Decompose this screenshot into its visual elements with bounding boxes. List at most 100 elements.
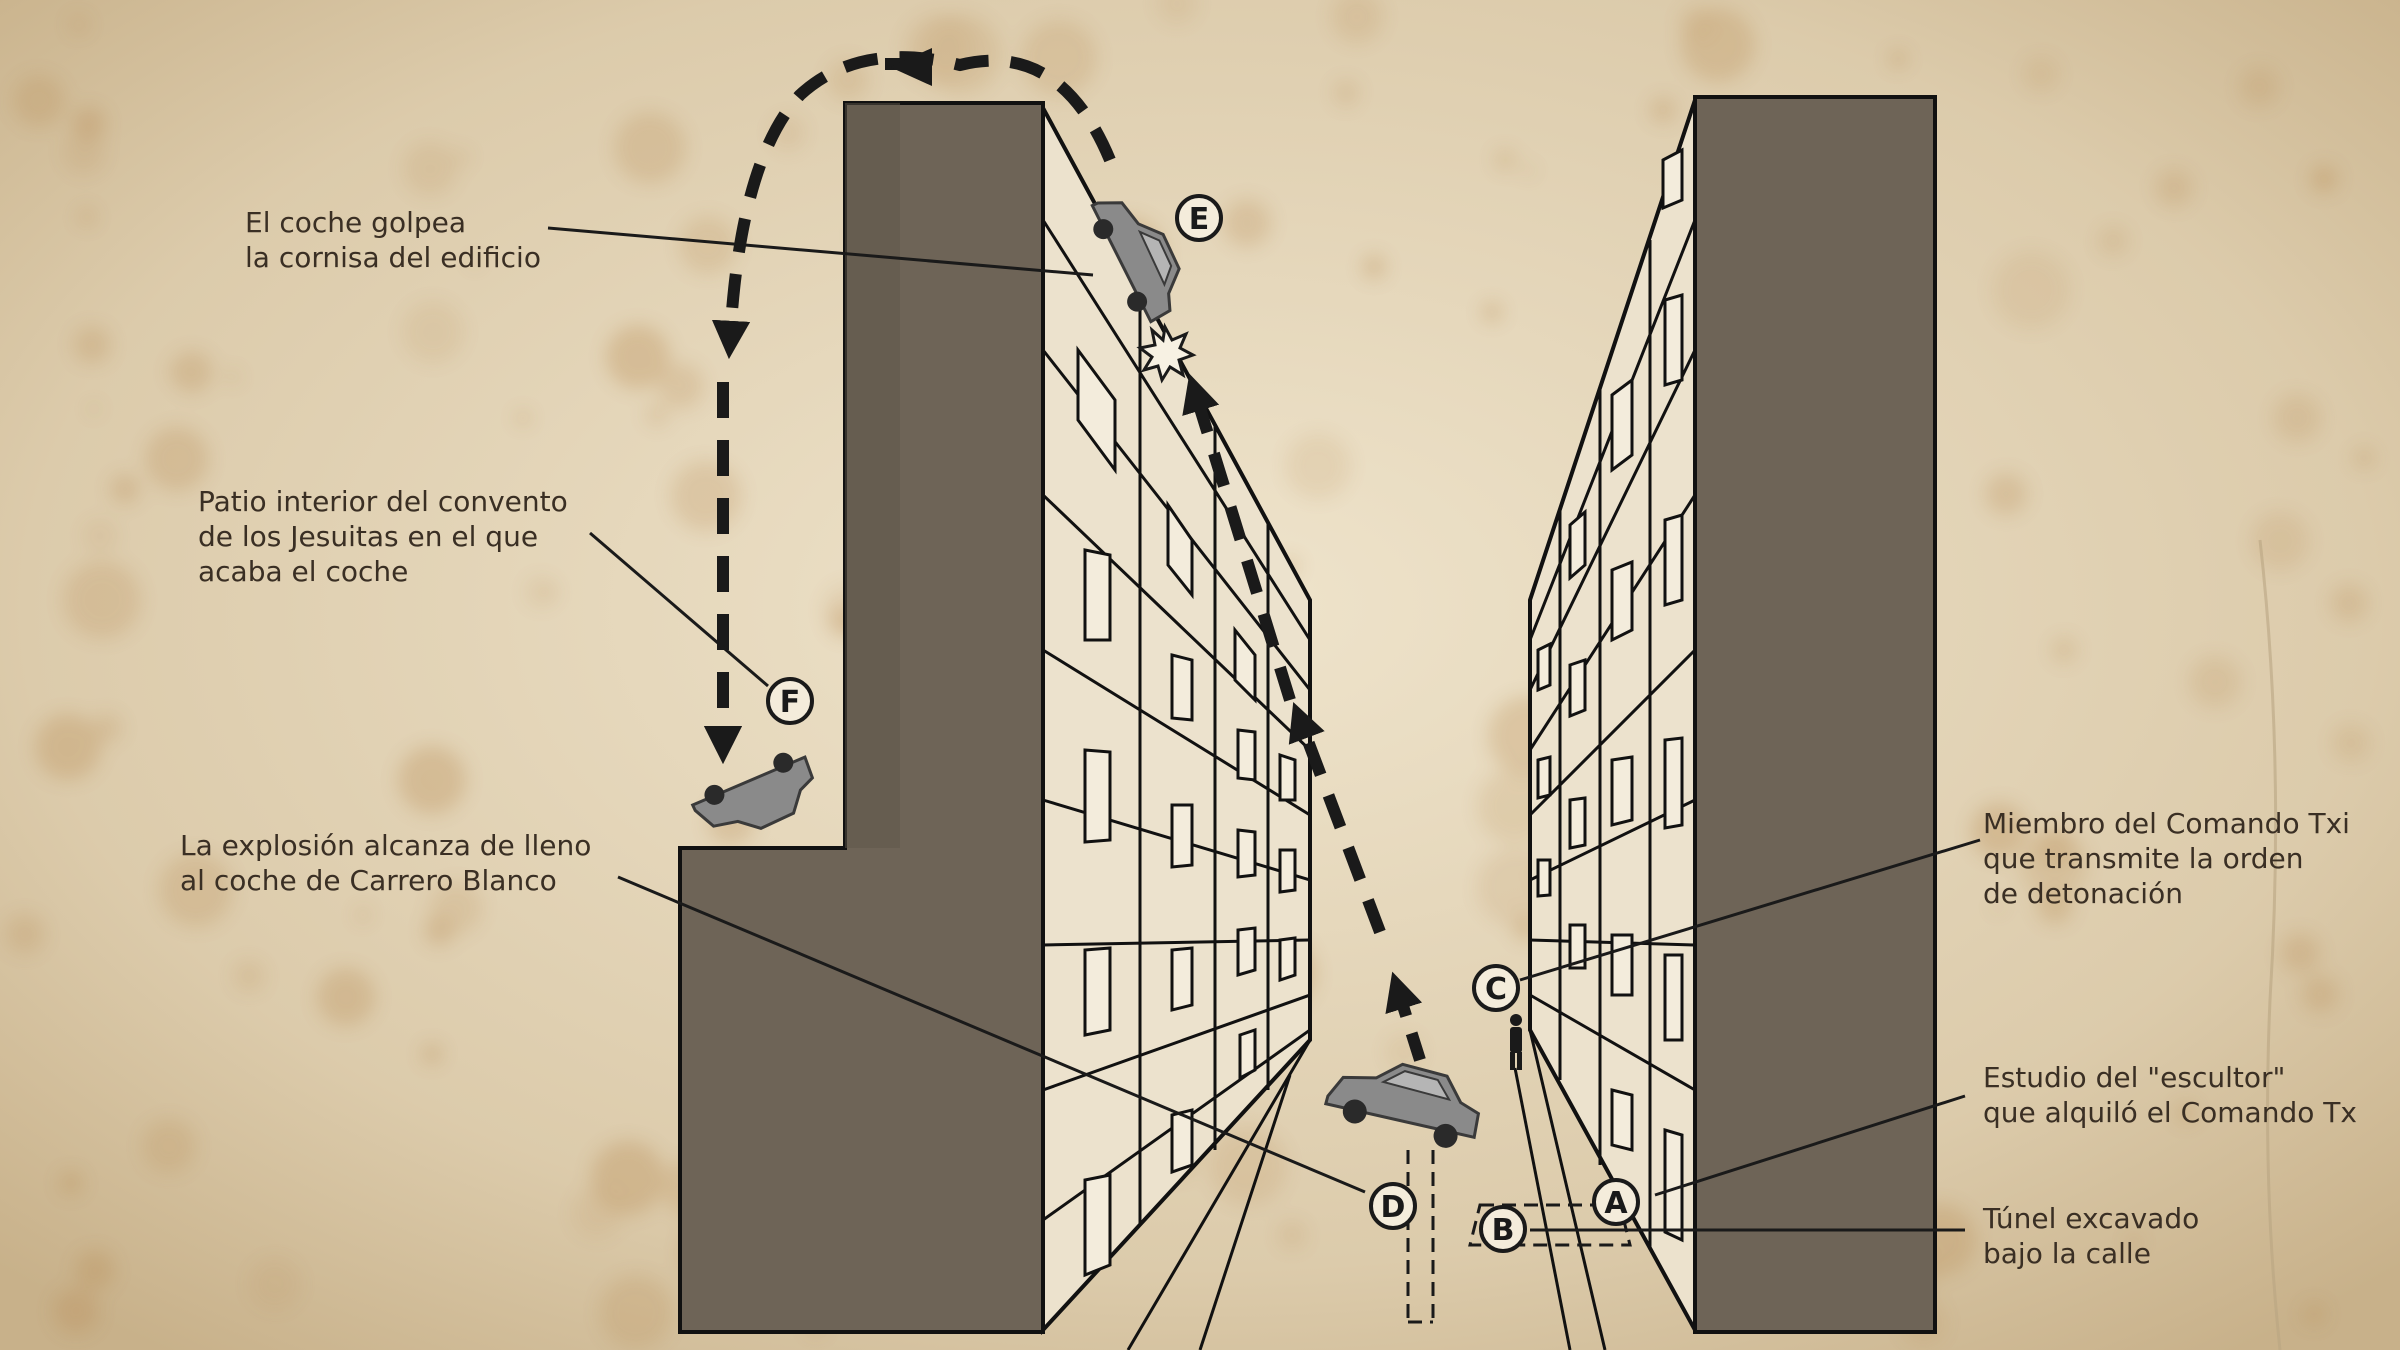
marker-b-label: B: [1492, 1213, 1515, 1248]
paper-stain: [68, 14, 90, 36]
paper-stain: [355, 907, 371, 923]
car-trajectory: [703, 51, 1426, 1062]
annotation-commando-line-1: Miembro del Comando Txi: [1983, 807, 2350, 840]
tunnel: [1406, 1150, 1632, 1324]
paper-stain: [2310, 165, 2338, 193]
paper-stain: [403, 142, 457, 196]
paper-stain: [516, 411, 530, 425]
paper-stain: [1650, 97, 1676, 123]
paper-stain: [2023, 56, 2059, 92]
car-flipped-icon: [690, 752, 815, 830]
paper-stain: [827, 59, 869, 101]
paper-stain: [679, 216, 737, 274]
paper-stain: [1494, 149, 1516, 171]
paper-stain: [225, 369, 241, 385]
paper-stain: [2280, 933, 2320, 973]
paper-stain: [2332, 724, 2370, 762]
paper-stain: [1157, 0, 1197, 24]
paper-stain: [2037, 888, 2073, 924]
paper-stain: [1522, 164, 1536, 178]
paper-stain: [1331, 0, 1383, 43]
paper-stain: [2020, 831, 2088, 899]
paper-stain: [614, 112, 686, 184]
paper-stain: [2273, 394, 2321, 442]
paper-stain: [63, 561, 141, 639]
marker-c-label: C: [1485, 972, 1507, 1007]
annotation-courtyard-line-2: de los Jesuitas en el que: [198, 520, 539, 553]
car-icon: [1323, 1062, 1481, 1148]
annotation-studio-line-1: Estudio del "escultor": [1983, 1061, 2286, 1094]
left-building-shade: [845, 103, 900, 848]
paper-stain: [159, 853, 233, 927]
paper-stain: [398, 746, 466, 814]
marker-e: E: [1175, 194, 1223, 242]
paper-stain: [525, 576, 557, 608]
paper-stain: [53, 1288, 99, 1334]
car-cornice-icon: [1090, 201, 1181, 324]
paper-stain: [2251, 512, 2309, 570]
marker-e-label: E: [1189, 202, 1210, 237]
paper-stain: [1985, 473, 2027, 515]
annotation-cornice-line-2: la cornisa del edificio: [245, 241, 541, 274]
paper-stain: [35, 714, 101, 780]
left-building: [678, 101, 1312, 1336]
annotation-studio: Estudio del "escultor" que alquiló el Co…: [1983, 1060, 2357, 1130]
paper-stain: [110, 474, 140, 504]
street: [1126, 1029, 1607, 1350]
paper-stain: [2301, 975, 2339, 1013]
paper-stain: [145, 427, 209, 491]
paper-stain: [2353, 447, 2375, 469]
annotation-commando: Miembro del Comando Txi que transmite la…: [1983, 806, 2350, 911]
left-facade-windows: [1076, 345, 1297, 1278]
paper-stain: [249, 1258, 301, 1310]
annotation-commando-line-3: de detonación: [1983, 877, 2183, 910]
paper-stain: [1021, 20, 1097, 96]
marker-f: F: [766, 677, 814, 725]
paper-stain: [469, 256, 481, 268]
annotation-tunnel: Túnel excavado bajo la calle: [1983, 1201, 2199, 1271]
marker-a-label: A: [1604, 1186, 1628, 1221]
paper-stain: [2176, 1103, 2196, 1123]
right-building-front: [1693, 95, 1937, 1334]
annotation-explosion-line-2: al coche de Carrero Blanco: [180, 864, 557, 897]
paper-stain: [2239, 67, 2279, 107]
paper-stain: [2098, 226, 2128, 256]
paper-stain: [2155, 169, 2193, 207]
paper-stain: [1285, 433, 1351, 499]
paper-stain: [658, 363, 704, 409]
annotation-courtyard-line-1: Patio interior del convento: [198, 485, 568, 518]
annotation-courtyard-line-3: acaba el coche: [198, 555, 409, 588]
marker-d: D: [1369, 1182, 1417, 1230]
marker-d-label: D: [1381, 1190, 1406, 1225]
paper-stain: [59, 1171, 83, 1195]
paper-stain: [1278, 1221, 1306, 1249]
paper-stain: [63, 132, 105, 174]
paper-stain: [1681, 8, 1755, 82]
paper-stain: [78, 208, 96, 226]
paper-stain: [1992, 901, 2004, 913]
annotation-studio-line-2: que alquiló el Comando Tx: [1983, 1096, 2357, 1129]
explosion-burst-icon: [1136, 322, 1197, 384]
paper-stain: [1333, 80, 1359, 106]
leader-lines: [547, 226, 1981, 1232]
paper-stain: [142, 1119, 196, 1173]
annotation-cornice: El coche golpea la cornisa del edificio: [245, 205, 541, 275]
paper-stain: [402, 301, 464, 363]
right-facade-windows: [1536, 147, 1684, 1243]
annotation-tunnel-line-2: bajo la calle: [1983, 1237, 2151, 1270]
paper-stain: [1223, 199, 1271, 247]
annotation-tunnel-line-1: Túnel excavado: [1983, 1202, 2200, 1235]
paper-stain: [591, 1141, 665, 1215]
arc-arrow-head: [890, 48, 932, 86]
paper-stain: [430, 882, 482, 934]
paper-stain: [453, 148, 471, 166]
annotation-explosion: La explosión alcanza de lleno al coche d…: [180, 828, 591, 898]
paper-stain: [317, 968, 375, 1026]
paper-stain: [13, 75, 65, 127]
paper-stain: [606, 325, 670, 389]
annotation-commando-line-2: que transmite la orden: [1983, 842, 2304, 875]
paper-fold: [2258, 539, 2282, 1350]
paper-stain: [2051, 637, 2077, 663]
